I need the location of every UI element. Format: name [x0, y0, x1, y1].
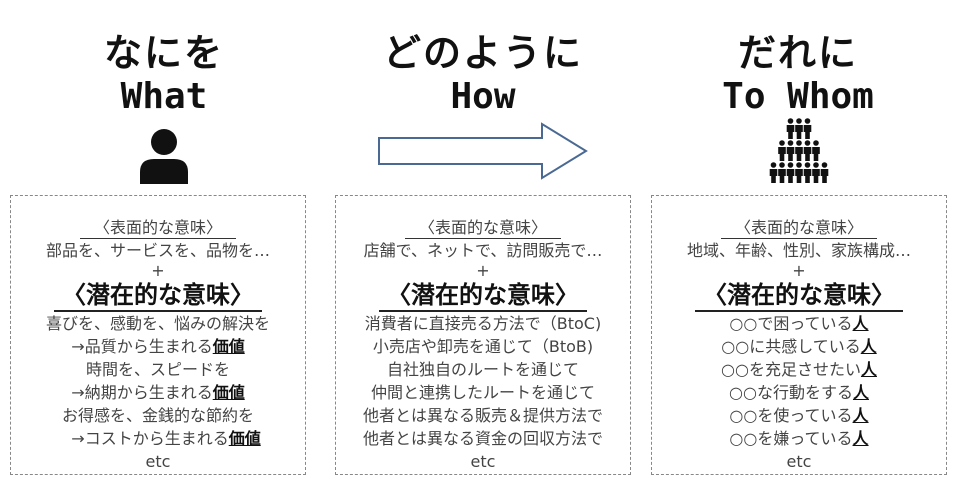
person-figure: [786, 140, 795, 161]
person-figure: [769, 162, 778, 183]
etc-text: etc: [786, 452, 812, 471]
item-emphasis: 価値: [212, 383, 245, 402]
title-jp: どのように: [382, 31, 583, 75]
person-figure: [795, 118, 803, 139]
surface-label: 〈表面的な意味〉: [79, 218, 236, 239]
person-figure: [803, 162, 812, 183]
item-text: ○○に共感している: [721, 337, 861, 356]
crowd-icon: [769, 118, 829, 183]
arrow-right-icon: [378, 122, 588, 180]
etc-text: etc: [145, 452, 171, 471]
etc-text: etc: [470, 452, 496, 471]
person-figure: [795, 140, 803, 161]
title-jp: なにを: [103, 31, 224, 75]
latent-item: 時間を、スピードを: [11, 358, 305, 381]
box-how: 〈表面的な意味〉 店舗で、ネットで、訪問販売で… + 〈潜在的な意味〉消費者に直…: [335, 195, 631, 475]
surface-text: 地域、年齢、性別、家族構成…: [686, 241, 911, 260]
surface-label: 〈表面的な意味〉: [404, 218, 561, 239]
latent-item: →品質から生まれる価値: [11, 335, 305, 358]
latent-item: 自社独自のルートを通じて: [336, 358, 630, 381]
item-emphasis: 人: [852, 383, 869, 402]
item-text: ○○を使っている: [729, 406, 853, 425]
latent-item: お得感を、金銭的な節約を: [11, 404, 305, 427]
plus-sign: +: [792, 261, 806, 280]
latent-item: ○○を嫌っている人: [652, 427, 946, 450]
item-emphasis: 価値: [228, 429, 261, 448]
plus-sign: +: [151, 261, 165, 280]
item-emphasis: 価値: [212, 337, 245, 356]
item-text: →納期から生まれる: [71, 383, 213, 402]
item-emphasis: 人: [852, 429, 869, 448]
person-figure: [803, 118, 812, 139]
item-emphasis: 人: [860, 337, 877, 356]
latent-item: ○○で困っている人: [652, 312, 946, 335]
box-what: 〈表面的な意味〉 部品を、サービスを、品物を… + 〈潜在的な意味〉喜びを、感動…: [10, 195, 306, 475]
item-text: 喜びを、感動を、悩みの解決を: [45, 314, 270, 333]
item-emphasis: 人: [852, 314, 869, 333]
box-to-whom: 〈表面的な意味〉 地域、年齢、性別、家族構成… + 〈潜在的な意味〉○○で困って…: [651, 195, 947, 475]
item-text: 他者とは異なる販売＆提供方法で: [362, 406, 603, 425]
item-text: ○○を嫌っている: [729, 429, 853, 448]
surface-text: 店舗で、ネットで、訪問販売で…: [363, 241, 603, 260]
item-text: 自社独自のルートを通じて: [386, 360, 579, 379]
latent-item: ○○を充足させたい人: [652, 358, 946, 381]
item-text: →コストから生まれる: [55, 429, 229, 448]
title-jp: だれに: [737, 31, 858, 75]
person-figure: [812, 162, 820, 183]
title-en: To Whom: [722, 76, 874, 117]
latent-label: 〈潜在的な意味〉: [695, 280, 903, 312]
person-figure: [786, 162, 795, 183]
latent-item: →納期から生まれる価値: [11, 381, 305, 404]
item-emphasis: 人: [852, 406, 869, 425]
latent-item: ○○に共感している人: [652, 335, 946, 358]
person-icon: [140, 129, 188, 184]
item-text: →品質から生まれる: [71, 337, 213, 356]
item-text: 時間を、スピードを: [85, 360, 294, 379]
surface-text: 部品を、サービスを、品物を…: [45, 241, 270, 260]
person-figure: [795, 162, 803, 183]
latent-label: 〈潜在的な意味〉: [379, 280, 587, 312]
item-text: 仲間と連携したルートを通じて: [370, 383, 595, 402]
person-figure: [820, 162, 829, 183]
item-text: ○○で困っている: [729, 314, 853, 333]
person-figure: [803, 140, 812, 161]
latent-item: 喜びを、感動を、悩みの解決を: [11, 312, 305, 335]
item-text: 小売店や卸売を通じて（BtoB): [372, 337, 594, 356]
item-text: ○○を充足させたい: [721, 360, 861, 379]
item-text: ○○な行動をする: [729, 383, 853, 402]
person-figure: [778, 162, 786, 183]
latent-label: 〈潜在的な意味〉: [54, 280, 262, 312]
latent-item: →コストから生まれる価値: [11, 427, 305, 450]
latent-item: 小売店や卸売を通じて（BtoB): [336, 335, 630, 358]
latent-item: 消費者に直接売る方法で（BtoC): [336, 312, 630, 335]
item-emphasis: 人: [860, 360, 877, 379]
latent-item: ○○な行動をする人: [652, 381, 946, 404]
person-figure: [786, 118, 795, 139]
item-text: 消費者に直接売る方法で（BtoC): [364, 314, 602, 333]
latent-item: 他者とは異なる資金の回収方法で: [336, 427, 630, 450]
surface-label: 〈表面的な意味〉: [720, 218, 877, 239]
item-text: 他者とは異なる資金の回収方法で: [362, 429, 603, 448]
plus-sign: +: [476, 261, 490, 280]
item-text: お得感を、金銭的な節約を: [61, 406, 270, 425]
person-figure: [778, 140, 786, 161]
latent-item: 他者とは異なる販売＆提供方法で: [336, 404, 630, 427]
latent-item: ○○を使っている人: [652, 404, 946, 427]
title-en: How: [450, 76, 516, 117]
title-en: What: [120, 76, 208, 117]
latent-item: 仲間と連携したルートを通じて: [336, 381, 630, 404]
person-figure: [812, 140, 820, 161]
